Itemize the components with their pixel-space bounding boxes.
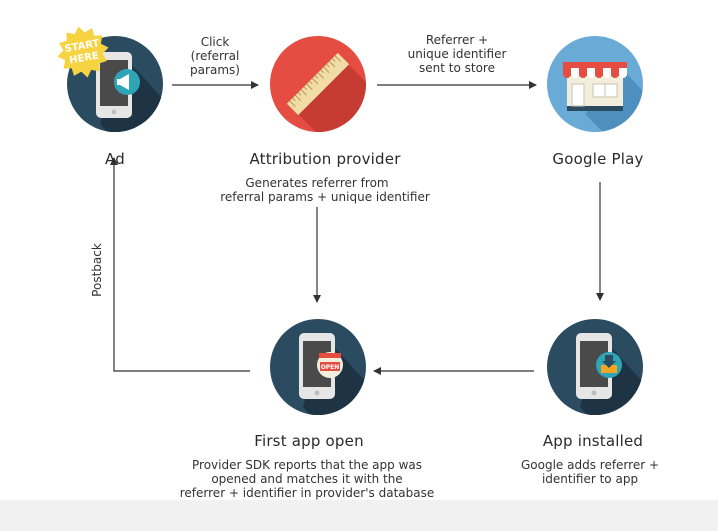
store-icon: [547, 36, 643, 132]
bottom-strip: [0, 500, 718, 531]
app-installed-title: App installed: [542, 432, 644, 450]
open-sign: [320, 362, 340, 371]
edge-label-referrer-line2: unique identifier: [407, 47, 507, 61]
start-here-badge: START HERE: [57, 26, 109, 78]
installed-desc-line2: identifier to app: [541, 472, 639, 486]
node-app-installed: [545, 317, 645, 417]
phone-open-icon: OPEN: [270, 319, 366, 415]
arrow-postback: [110, 157, 250, 372]
ruler-icon: [270, 36, 366, 132]
node-first-app-open: OPEN: [268, 317, 368, 417]
edge-label-click-line2: (referral: [190, 49, 240, 63]
node-attribution-provider: [268, 34, 368, 134]
edge-label-referrer-line3: sent to store: [419, 61, 495, 75]
edge-label-click-line1: Click: [200, 35, 230, 49]
attribution-desc-line1: Generates referrer from: [245, 176, 389, 190]
edge-label-postback: Postback: [90, 243, 104, 297]
connector-arrows: [110, 81, 604, 375]
flow-diagram: START HERE Ad: [57, 26, 660, 500]
node-ad: START HERE: [57, 26, 165, 134]
first-app-open-title: First app open: [254, 432, 364, 450]
google-play-title: Google Play: [552, 150, 644, 168]
attribution-desc-line2: referral params + unique identifier: [220, 190, 430, 204]
open-sign-text: OPEN: [321, 364, 340, 371]
start-here-line2: HERE: [69, 50, 100, 66]
edge-label-click-line3: params): [190, 63, 240, 77]
ad-title: Ad: [105, 150, 125, 168]
phone-download-icon: [547, 319, 643, 415]
edge-label-referrer-line1: Referrer +: [425, 33, 489, 47]
first-open-desc-line1: Provider SDK reports that the app was: [192, 458, 422, 472]
first-open-desc-line3: referrer + identifier in provider's data…: [179, 486, 435, 500]
first-open-desc-line2: opened and matches it with the: [211, 472, 403, 486]
attribution-title: Attribution provider: [249, 150, 401, 168]
node-google-play: [545, 34, 645, 134]
installed-desc-line1: Google adds referrer +: [520, 458, 660, 472]
